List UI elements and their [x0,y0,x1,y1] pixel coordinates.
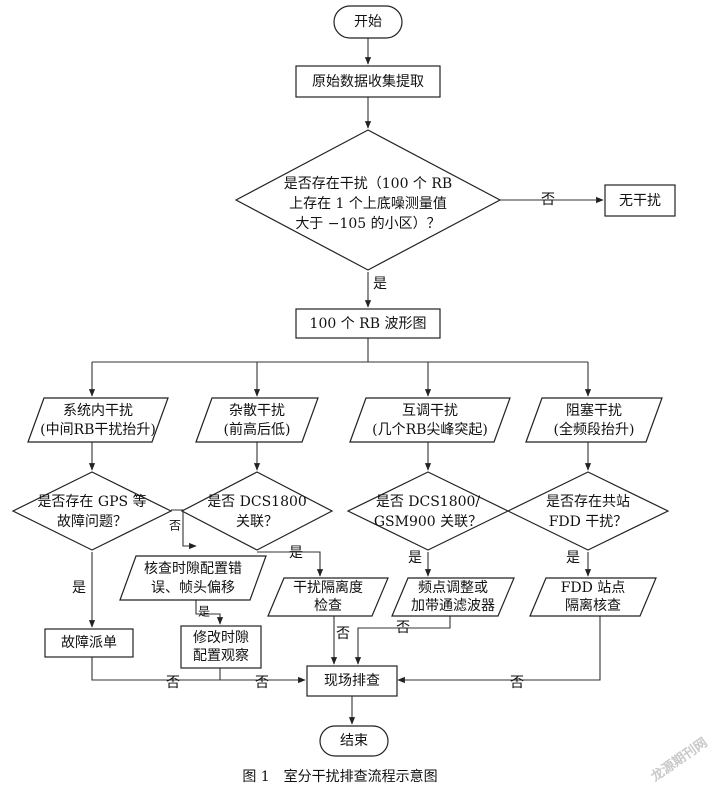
decision-dcs: 是否 DCS1800 关联？ [180,471,334,551]
decision-fdd-line-1: 是否存在共站 [546,494,630,510]
watermark: 龙源期刊网 [648,735,710,785]
decision-dcs-line-1: 是否 DCS1800 [207,494,307,510]
start-node: 开始 [333,5,403,39]
edge-label-yes-interference: 是 [373,276,387,292]
decision-interference-line-2: 上存在 1 个上底噪测量值 [289,196,447,212]
field-check-label: 现场排查 [324,673,380,689]
edge-label-no-interference: 否 [541,192,555,208]
type-intermod-line-1: 互调干扰 [402,403,458,419]
modify-timeslot-line-1: 修改时隙 [193,630,249,646]
rb-waveform-node: 100 个 RB 波形图 [295,308,441,339]
fault-dispatch-label: 故障派单 [61,635,117,651]
decision-dcs-gsm-line-2: GSM900 关联？ [374,514,482,530]
isolation-check-node: 干扰隔离度 检查 [267,577,389,617]
no-interference-label: 无干扰 [619,193,661,209]
decision-gps-line-2: 故障问题？ [57,514,127,530]
decision-dcs-gsm-line-1: 是否 DCS1800/ [376,494,481,510]
decision-interference-line-3: 大于 −105 的小区）？ [295,216,440,232]
type-spurious-node: 杂散干扰 (前高后低) [195,397,319,443]
edge-labels: 否 是 否 是 是 是 是 是 否 否 否 否 否 [72,192,580,691]
edge-label-yes-fdd: 是 [566,550,580,566]
modify-timeslot-node: 修改时隙 配置观察 [180,625,262,669]
type-blocking-line-2: (全频段抬升) [554,421,635,438]
end-label: 结束 [340,733,368,749]
check-timeslot-node: 核查时隙配置错 误、帧头偏移 [119,555,267,601]
edge-label-no-fault: 否 [166,675,180,691]
end-node: 结束 [319,725,389,757]
edge-label-yes-timeslot: 是 [198,605,210,619]
rb-waveform-label: 100 个 RB 波形图 [310,316,427,332]
type-intermod-node: 互调干扰 (几个RB尖峰突起) [349,397,511,443]
modify-timeslot-line-2: 配置观察 [193,647,249,664]
isolation-check-line-1: 干扰隔离度 [293,579,363,596]
type-spurious-line-2: (前高后低) [224,421,291,438]
decision-dcs-gsm: 是否 DCS1800/ GSM900 关联？ [346,471,510,551]
edge-label-no-freq: 否 [396,620,410,636]
edge-label-no-isolation: 否 [336,626,350,642]
collect-label: 原始数据收集提取 [312,73,424,90]
decision-gps: 是否存在 GPS 等 故障问题？ [11,471,173,551]
figure-caption: 图 1 室分干扰排查流程示意图 [242,768,437,785]
freq-adjust-node: 频点调整或 加带通滤波器 [391,577,515,617]
decision-dcs-line-2: 关联？ [236,514,278,530]
fault-dispatch-node: 故障派单 [44,628,134,658]
type-internal-line-2: (中间RB干扰抬升) [40,422,156,438]
decision-fdd: 是否存在共站 FDD 干扰？ [506,471,670,551]
type-blocking-node: 阻塞干扰 (全频段抬升) [525,397,663,443]
edge-label-yes-dcs: 是 [289,545,303,561]
decision-interference: 是否存在干扰（100 个 RB 上存在 1 个上底噪测量值 大于 −105 的小… [234,129,502,271]
start-label: 开始 [354,14,382,30]
type-internal-line-1: 系统内干扰 [63,403,133,419]
fdd-isolation-line-2: 隔离核查 [565,597,621,614]
edge-label-no-fdd: 否 [510,675,524,691]
check-timeslot-line-1: 核查时隙配置错 [144,561,242,577]
edge-label-yes-gps: 是 [72,580,86,596]
connectors [88,38,604,725]
type-internal-node: 系统内干扰 (中间RB干扰抬升) [27,397,169,443]
freq-adjust-line-1: 频点调整或 [418,580,488,596]
freq-adjust-line-2: 加带通滤波器 [411,598,495,614]
fdd-isolation-line-1: FDD 站点 [561,580,626,596]
type-intermod-line-2: (几个RB尖峰突起) [372,422,488,438]
collect-node: 原始数据收集提取 [295,65,441,98]
edge-label-yes-dcs-gsm: 是 [408,550,422,566]
type-blocking-line-1: 阻塞干扰 [566,402,622,419]
edge-label-no-gps: 否 [169,519,181,533]
decision-interference-line-1: 是否存在干扰（100 个 RB [284,176,452,192]
type-spurious-line-1: 杂散干扰 [229,403,285,419]
no-interference-node: 无干扰 [604,184,676,217]
check-timeslot-line-2: 误、帧头偏移 [151,580,235,596]
fdd-isolation-node: FDD 站点 隔离核查 [529,577,657,617]
edge-label-no-modify: 否 [255,675,269,691]
field-check-node: 现场排查 [306,665,398,697]
decision-gps-line-1: 是否存在 GPS 等 [37,493,146,510]
decision-fdd-line-2: FDD 干扰？ [549,514,628,530]
isolation-check-line-2: 检查 [314,598,342,614]
